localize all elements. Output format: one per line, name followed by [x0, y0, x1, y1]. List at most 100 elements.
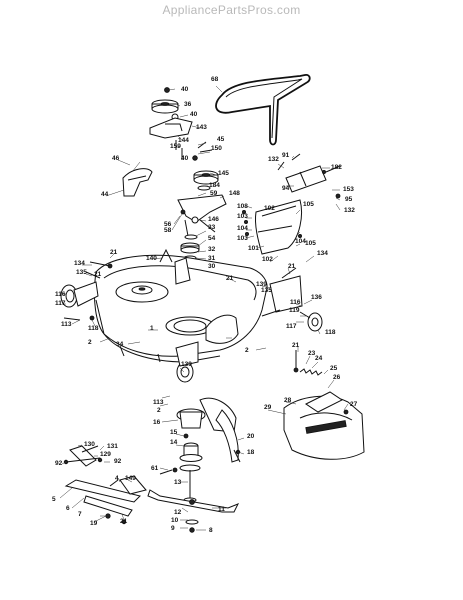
callout-101: 101	[248, 245, 259, 252]
callout-144: 144	[178, 137, 189, 144]
callout-31: 31	[208, 255, 216, 262]
callout-21: 21	[226, 275, 234, 282]
callout-45: 45	[217, 136, 225, 143]
deck-belt[interactable]	[215, 74, 311, 146]
left-gauge-wheel[interactable]	[60, 281, 99, 321]
deck-housing[interactable]	[93, 248, 268, 363]
callout-118: 118	[88, 325, 99, 332]
callout-40: 40	[181, 155, 189, 162]
callout-105: 105	[303, 201, 314, 208]
rear-center-wheel[interactable]	[175, 341, 199, 383]
callout-159: 159	[170, 143, 181, 150]
rear-chute-guard[interactable]	[283, 391, 365, 460]
callout-27: 27	[350, 401, 358, 408]
callout-11: 11	[218, 506, 225, 513]
callout-40: 40	[190, 111, 198, 118]
callout-56: 56	[164, 221, 172, 228]
callout-117: 117	[286, 323, 297, 330]
callout-140: 140	[146, 255, 157, 262]
callout-92: 92	[114, 458, 122, 465]
callout-136: 136	[311, 294, 322, 301]
callout-25: 25	[330, 365, 338, 372]
callout-146: 146	[208, 216, 219, 223]
callout-54: 54	[208, 235, 216, 242]
callout-40: 40	[181, 86, 189, 93]
callout-34: 34	[116, 341, 124, 348]
callout-44: 44	[101, 191, 109, 198]
callout-134: 134	[74, 260, 85, 267]
pulley-guard[interactable]	[122, 161, 153, 197]
callout-150: 150	[211, 145, 222, 152]
callout-103: 103	[237, 235, 248, 242]
callout-28: 28	[284, 397, 292, 404]
callout-103: 103	[237, 213, 248, 220]
callout-149: 149	[125, 475, 136, 482]
callout-15: 15	[170, 429, 178, 436]
callout-102: 102	[264, 205, 275, 212]
callout-105: 105	[305, 240, 316, 247]
callout-139: 139	[181, 361, 192, 368]
callout-94: 94	[282, 185, 290, 192]
callout-113: 113	[61, 321, 72, 328]
callout-30: 30	[208, 263, 216, 270]
callout-132: 132	[344, 207, 355, 214]
callout-9: 9	[171, 525, 175, 532]
callout-145: 145	[218, 170, 229, 177]
callout-134: 134	[317, 250, 328, 257]
left-wheel-bracket[interactable]	[85, 261, 113, 279]
callout-21: 21	[120, 518, 128, 525]
callout-184: 184	[209, 182, 220, 189]
callout-33: 33	[208, 224, 216, 231]
callout-130: 130	[84, 441, 95, 448]
callout-119: 119	[289, 307, 300, 314]
callout-139: 139	[256, 281, 267, 288]
lift-linkage[interactable]	[63, 445, 103, 467]
callout-59: 59	[210, 190, 218, 197]
mower-blade[interactable]	[147, 489, 240, 533]
callout-182: 182	[331, 164, 342, 171]
callout-91: 91	[282, 152, 290, 159]
callout-2: 2	[157, 407, 161, 414]
callout-18: 18	[247, 449, 255, 456]
callout-116: 116	[55, 291, 66, 298]
callout-24: 24	[315, 355, 323, 362]
callout-23: 23	[308, 350, 316, 357]
callout-143: 143	[196, 124, 207, 131]
idler-pulley-assembly[interactable]	[149, 87, 193, 151]
callout-36: 36	[184, 101, 192, 108]
callout-7: 7	[78, 511, 82, 518]
callout-8: 8	[209, 527, 213, 534]
callout-16: 16	[153, 419, 161, 426]
callout-104: 104	[295, 238, 306, 245]
lower-link-bar[interactable]	[64, 475, 147, 525]
right-gauge-wheel[interactable]	[261, 267, 323, 332]
callout-6: 6	[66, 505, 70, 512]
callout-20: 20	[247, 433, 255, 440]
callout-116: 116	[290, 299, 301, 306]
bolt-159[interactable]	[181, 141, 213, 161]
callout-2: 2	[245, 347, 249, 354]
callout-21: 21	[110, 249, 118, 256]
callout-131: 131	[107, 443, 118, 450]
deflector-door[interactable]	[241, 199, 302, 255]
deck-spring[interactable]	[293, 350, 323, 376]
center-idler-pulley[interactable]	[193, 170, 219, 191]
callout-26: 26	[333, 374, 341, 381]
callout-132: 132	[268, 156, 279, 163]
callout-21: 21	[292, 342, 300, 349]
callout-29: 29	[264, 404, 272, 411]
callout-153: 153	[343, 186, 354, 193]
callout-12: 12	[174, 509, 182, 516]
callout-2: 2	[88, 339, 92, 346]
callout-32: 32	[208, 246, 216, 253]
callout-148: 148	[229, 190, 240, 197]
callout-95: 95	[345, 196, 353, 203]
callout-135: 135	[261, 287, 272, 294]
leader-lines	[59, 85, 349, 531]
callout-92: 92	[55, 460, 63, 467]
callout-108: 108	[237, 203, 248, 210]
callout-14: 14	[170, 439, 178, 446]
spindle-housing[interactable]	[176, 397, 241, 463]
callout-10: 10	[171, 517, 179, 524]
